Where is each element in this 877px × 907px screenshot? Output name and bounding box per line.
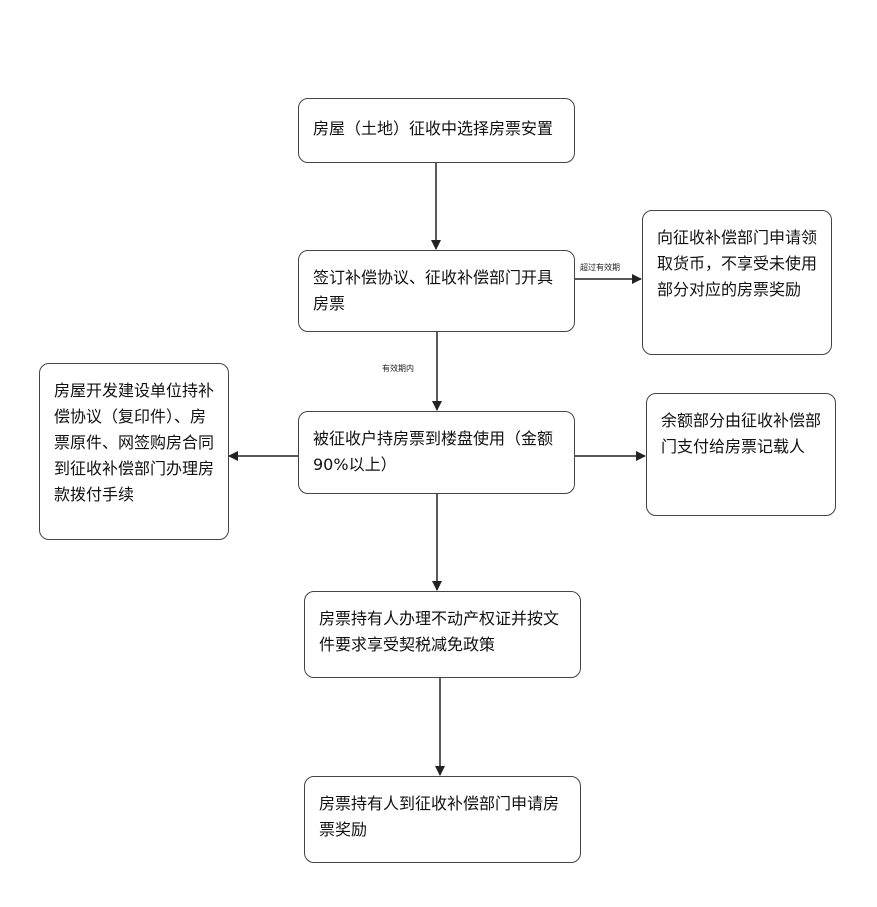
node-certificate: 房票持有人办理不动产权证并按文件要求享受契税减免政策	[304, 591, 581, 678]
edge-label-expired: 超过有效期	[580, 263, 620, 272]
node-sign: 签订补偿协议、征收补偿部门开具房票	[298, 250, 575, 332]
node-certificate-label: 房票持有人办理不动产权证并按文件要求享受契税减免政策	[319, 609, 560, 654]
node-balance: 余额部分由征收补偿部门支付给房票记载人	[646, 393, 836, 516]
node-developer-label: 房屋开发建设单位持补偿协议（复印件）、房票原件、网签购房合同到征收补偿部门办理房…	[54, 381, 215, 504]
node-apply-currency: 向征收补偿部门申请领取货币，不享受未使用部分对应的房票奖励	[642, 210, 832, 355]
edge-label-valid: 有效期内	[382, 364, 414, 373]
node-balance-label: 余额部分由征收补偿部门支付给房票记载人	[661, 411, 822, 456]
node-start-label: 房屋（土地）征收中选择房票安置	[313, 119, 554, 138]
node-start: 房屋（土地）征收中选择房票安置	[298, 98, 575, 163]
node-reward-label: 房票持有人到征收补偿部门申请房票奖励	[319, 794, 560, 839]
node-developer: 房屋开发建设单位持补偿协议（复印件）、房票原件、网签购房合同到征收补偿部门办理房…	[39, 363, 229, 540]
node-reward: 房票持有人到征收补偿部门申请房票奖励	[304, 776, 581, 863]
node-use-ticket-label: 被征收户持房票到楼盘使用（金额90%以上）	[313, 429, 554, 474]
node-apply-currency-label: 向征收补偿部门申请领取货币，不享受未使用部分对应的房票奖励	[657, 228, 818, 299]
node-use-ticket: 被征收户持房票到楼盘使用（金额90%以上）	[298, 411, 575, 494]
node-sign-label: 签订补偿协议、征收补偿部门开具房票	[313, 268, 554, 313]
